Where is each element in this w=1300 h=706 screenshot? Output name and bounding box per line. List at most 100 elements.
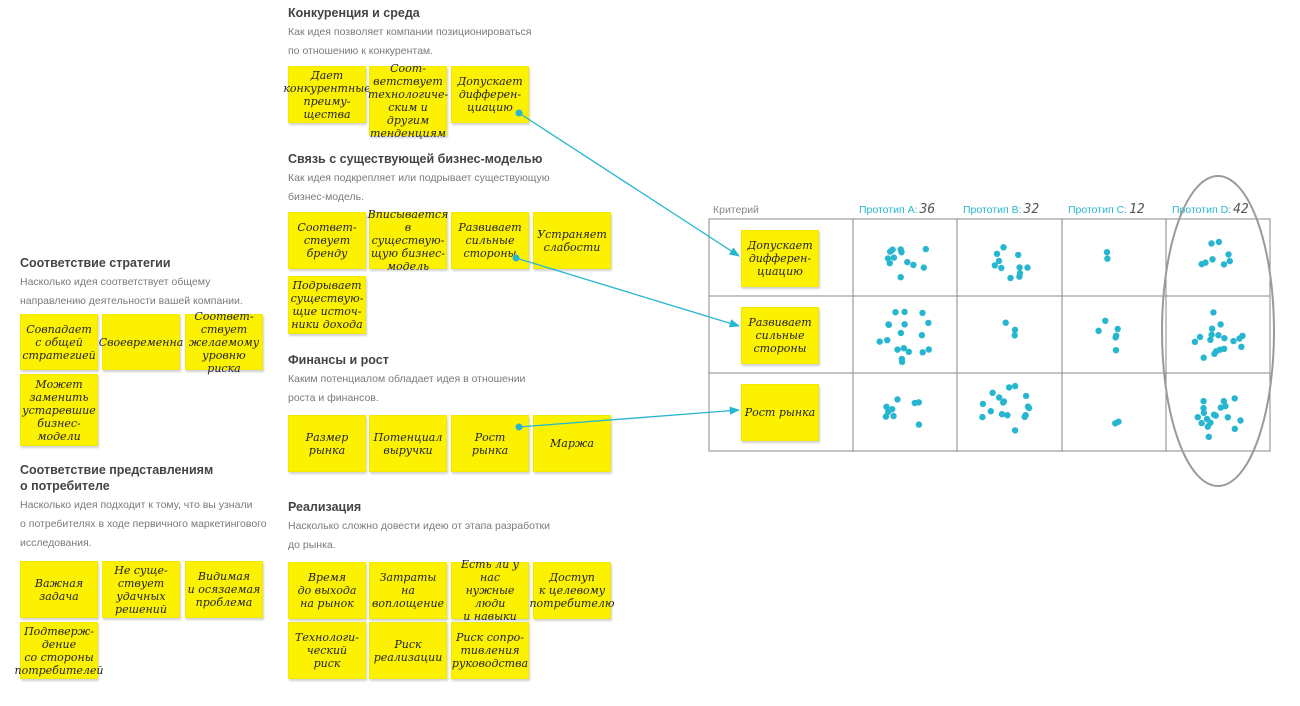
vote-dot [894,396,901,403]
section-title: Конкуренция и среда [288,6,420,20]
vote-dot [1236,335,1243,342]
sticky-note[interactable]: Соот- ветствует технологиче- ским и друг… [368,62,448,140]
sticky-note[interactable]: Соответ- ствует бренду [288,212,366,269]
section-strategy: Соответствие стратегии Насколько идея со… [20,255,243,311]
sticky-note[interactable]: Совпадает с общей стратегией [20,314,98,370]
section-title: Финансы и рост [288,353,389,367]
sticky-note[interactable]: Потенциал выручки [369,415,447,472]
vote-dot [1209,256,1216,263]
prototype-score: 42 [1233,202,1249,217]
vote-dot [1198,419,1205,427]
vote-dot [1200,404,1207,412]
section-description: Насколько сложно довести идею от этапа р… [288,520,550,551]
sticky-note-text: Соот- ветствует технологиче- ским и друг… [367,62,449,140]
prototype-score: 36 [919,202,936,217]
vote-dot [979,400,987,408]
vote-dot [989,389,996,396]
sticky-note[interactable]: Затраты на воплощение [369,562,447,619]
sticky-note[interactable]: Подтверж- дение со стороны потребителей [14,622,104,679]
vote-dot [1230,337,1237,345]
arrow-start-dot [512,254,520,262]
criterion-note[interactable]: Развивает сильные стороны [741,307,819,364]
sticky-note[interactable]: Вписывается в существую- щую бизнес- мод… [368,208,449,273]
arrow-market-growth [518,406,741,428]
vote-dot [1231,425,1239,432]
vote-dot [925,346,932,353]
section-implementation: Реализация Насколько сложно довести идею… [288,499,550,555]
vote-dot [1210,411,1218,418]
section-description: Как идея позволяет компании позициониров… [288,26,532,57]
vote-dot [1200,397,1207,405]
sticky-note-text: Риск сопро- тивления руководства [451,631,529,670]
criterion-note-text: Развивает сильные стороны [748,316,812,355]
vote-dot [898,358,906,366]
sticky-note-text: Потенциал выручки [373,430,443,457]
vote-dot [1002,319,1009,326]
vote-dot [1220,261,1228,268]
sticky-note[interactable]: Подрывает существую- щие источ- ники дох… [288,276,366,334]
section-business-model: Связь с существующей бизнес-моделью Как … [288,151,550,207]
sticky-note[interactable]: Важная задача [20,561,98,618]
vote-dot [911,399,918,407]
sticky-note[interactable]: Может заменить устаревшие бизнес- модели [20,374,98,446]
sticky-note-text: Подтверж- дение со стороны потребителей [14,624,104,677]
prototype-header-b: Прототип B:32 [963,202,1039,217]
vote-dot [1024,264,1031,271]
vote-dot [1231,395,1238,402]
sticky-note[interactable]: Устраняет слабости [533,212,611,269]
sticky-note-text: Видимая и осязаемая проблема [187,570,261,609]
vote-dot [1215,238,1223,246]
sticky-note[interactable]: Своевременна [99,314,183,370]
highlight-ellipse [1161,175,1275,487]
prototype-header-c: Прототип C:12 [1068,202,1145,217]
sticky-note[interactable]: Маржа [533,415,611,472]
sticky-note-text: Технологи- ческий риск [295,631,359,670]
vote-dot [1207,419,1214,426]
sticky-note[interactable]: Видимая и осязаемая проблема [185,561,263,618]
vote-dot [987,408,994,415]
sticky-note[interactable]: Размер рынка [288,415,366,472]
sticky-note-text: Устраняет слабости [537,227,607,254]
sticky-note[interactable]: Риск сопро- тивления руководства [451,622,529,679]
vote-dot [1114,325,1121,333]
vote-dot [918,332,926,339]
vote-dot [1004,412,1011,419]
sticky-note[interactable]: Риск реализации [369,622,447,679]
vote-dot [1104,255,1111,262]
vote-dot [995,257,1003,265]
prototype-label: Прототип D: [1172,204,1232,216]
vote-dot [1007,274,1014,282]
section-description: Насколько идея подходит к тому, что вы у… [20,499,267,549]
sticky-note-text: Развивает сильные стороны [458,221,522,260]
sticky-note[interactable]: Время до выхода на рынок [288,562,366,619]
vote-dot [1215,332,1222,339]
sticky-note-text: Не суще- ствует удачных решений [114,563,168,616]
section-description: Как идея подкрепляет или подрывает сущес… [288,172,550,203]
arrow-start-dot [515,109,523,117]
criterion-note[interactable]: Рост рынка [741,384,819,441]
vote-dot [1015,251,1022,259]
vote-dot [1224,414,1232,421]
sticky-note[interactable]: Дает конкурентные преиму- щества [283,66,371,123]
sticky-note-text: Доступ к целевому потребителю [529,571,615,610]
sticky-note-text: Важная задача [34,576,84,603]
sticky-note[interactable]: Рост рынка [451,415,529,472]
sticky-note[interactable]: Соответ- ствует желаемому уровню риска [185,310,263,375]
sticky-note[interactable]: Не суще- ствует удачных решений [102,561,180,618]
vote-dot [1022,392,1030,400]
sticky-note-text: Своевременна [98,335,184,349]
vote-dot [1200,409,1208,416]
matrix-border [708,218,1271,452]
criterion-note[interactable]: Допускает дифферен- циацию [741,230,819,287]
section-title: Связь с существующей бизнес-моделью [288,152,543,166]
sticky-note[interactable]: Технологи- ческий риск [288,622,366,679]
sticky-note[interactable]: Есть ли у нас нужные люди и навыки [451,558,529,623]
prototype-label: Прототип C: [1068,204,1128,216]
vote-dot [904,258,911,266]
sticky-note[interactable]: Доступ к целевому потребителю [529,562,615,619]
vote-dot [897,274,904,281]
vote-dot [1212,348,1220,355]
sticky-note[interactable]: Развивает сильные стороны [451,212,529,269]
section-description: Насколько идея соответствует общему напр… [20,276,243,307]
